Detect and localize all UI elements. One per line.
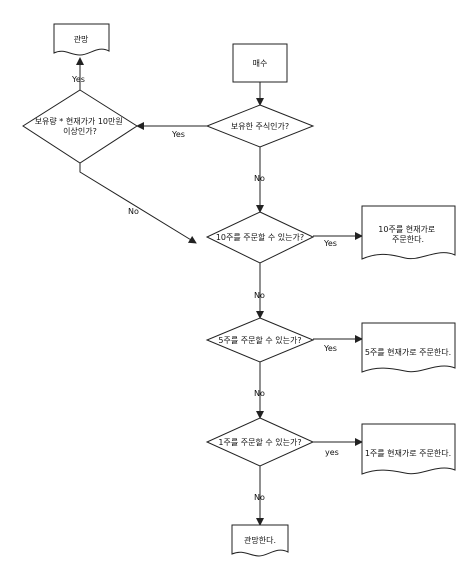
edge-label-owned-yes: Yes xyxy=(171,130,185,139)
node-end-doc xyxy=(231,524,289,557)
node-q5-diamond xyxy=(205,317,315,363)
edge-label-q10-no: No xyxy=(254,291,265,300)
edge-label-value-no: No xyxy=(128,207,139,216)
node-q5-label: 5주를 주문할 수 있는가? xyxy=(218,335,301,345)
edge-label-q5-no: No xyxy=(254,389,265,398)
node-owned-label: 보유한 주식인가? xyxy=(231,121,289,131)
node-a10-label: 10주를 현재가로 주문한다. xyxy=(378,225,437,244)
edge-label-q1-no: No xyxy=(254,493,265,502)
node-watch-top-label: 관망 xyxy=(74,34,89,44)
node-a5-doc xyxy=(361,322,456,373)
node-q10-label: 10주를 주문할 수 있는가? xyxy=(216,232,304,242)
node-q1-diamond xyxy=(205,417,315,467)
node-start-box xyxy=(232,43,288,83)
node-start-label: 매수 xyxy=(253,59,268,68)
node-end-label: 관망한다. xyxy=(244,535,276,545)
node-q1-label: 1주를 주문할 수 있는가? xyxy=(218,437,301,447)
node-watch-top-doc xyxy=(53,23,110,56)
node-owned-diamond xyxy=(205,104,315,148)
node-a10-doc xyxy=(361,205,456,260)
node-q10-diamond xyxy=(205,211,315,264)
node-a1-doc xyxy=(361,423,456,475)
edge-label-q10-yes: Yes xyxy=(323,239,337,248)
node-value-diamond xyxy=(22,89,138,164)
edge-label-q1-yes: yes xyxy=(325,448,339,457)
node-a1-label: 1주를 현재가로 주문한다. xyxy=(365,449,451,458)
edge-value-no xyxy=(79,163,197,244)
node-a5-label: 5주를 현재가로 주문한다. xyxy=(365,348,451,357)
node-value-label: 보유량 * 현재가가 10만원 이상인가? xyxy=(35,116,126,136)
edge-label-q5-yes: Yes xyxy=(323,344,337,353)
edge-label-owned-no: No xyxy=(254,174,265,183)
edge-label-value-yes: Yes xyxy=(71,75,85,84)
